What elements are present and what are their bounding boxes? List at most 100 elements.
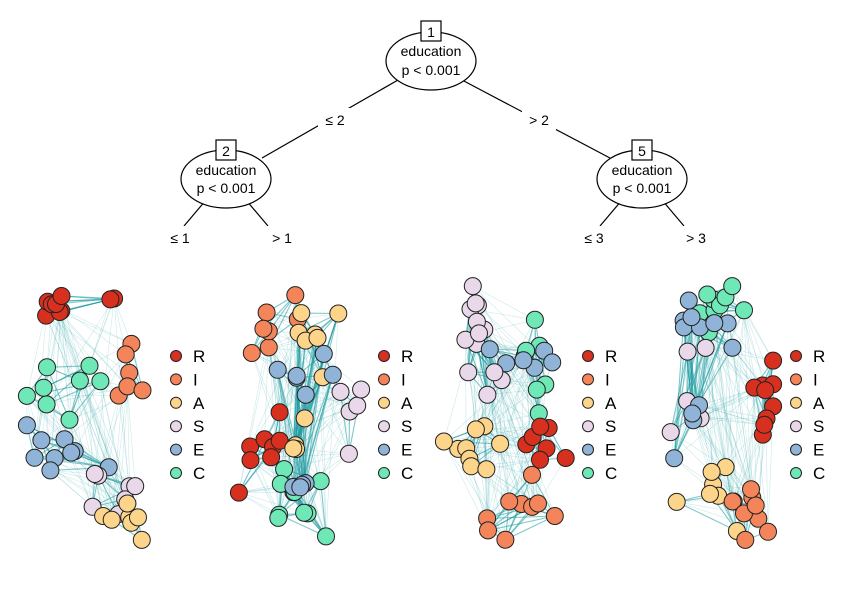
network-edge: [295, 391, 341, 450]
network-edge: [472, 285, 536, 321]
network-node: [665, 449, 684, 468]
network-edge: [26, 395, 65, 440]
network-edge: [64, 395, 119, 440]
legend-swatch: [170, 350, 182, 362]
legend-swatch: [378, 373, 390, 386]
network-node: [262, 448, 281, 467]
network-node: [132, 530, 151, 549]
network-edge: [484, 329, 522, 505]
network-edge: [487, 394, 527, 445]
network-edge: [465, 339, 467, 449]
network-edge: [486, 367, 535, 470]
edge-label-gt3: > 3: [686, 230, 706, 246]
network-edge: [732, 347, 752, 490]
legend-swatch: [582, 350, 594, 362]
network-node: [661, 423, 680, 442]
network-node: [38, 358, 56, 377]
network-edge: [705, 347, 755, 388]
network-node: [531, 417, 550, 436]
network-node: [459, 363, 478, 382]
network-edge: [59, 311, 132, 345]
network-edge: [50, 470, 93, 508]
network-node: [480, 340, 499, 359]
legend-swatch: [378, 350, 390, 362]
network-node: [314, 344, 333, 363]
network-node: [755, 415, 774, 434]
network-edge: [89, 365, 93, 507]
tree-node-5: 5 education p < 0.001: [596, 139, 688, 209]
network-node: [466, 420, 485, 439]
legend-label: C: [605, 464, 617, 483]
legend-label: R: [813, 347, 825, 366]
network-node: [118, 494, 137, 513]
legend-swatch: [790, 373, 802, 386]
network-edge: [487, 394, 533, 476]
network-edge: [50, 295, 62, 471]
legend-label: C: [193, 464, 205, 483]
legend-label: E: [401, 441, 412, 460]
legend-swatch: [170, 420, 182, 433]
network-node: [25, 448, 44, 467]
network-edge: [272, 446, 321, 482]
network-node: [479, 521, 497, 540]
network-nodes: [434, 277, 575, 549]
network-node: [756, 381, 775, 400]
network-node: [497, 354, 516, 373]
network-edge: [486, 459, 541, 470]
network-node: [102, 510, 121, 529]
node-variable: education: [401, 43, 462, 59]
legend-swatch: [790, 443, 802, 456]
network-edge: [487, 515, 555, 531]
network-edge: [264, 337, 318, 440]
network-edge: [55, 303, 132, 523]
network-edge: [111, 386, 128, 520]
legend-label: R: [401, 347, 413, 366]
network-node: [85, 465, 104, 483]
network-node: [736, 530, 755, 549]
legend-swatch: [170, 443, 182, 456]
network-edge: [443, 426, 541, 442]
network-node: [254, 319, 273, 338]
network-node: [523, 465, 541, 484]
network-node: [746, 496, 765, 515]
network-edge: [476, 343, 533, 438]
network-edge: [64, 381, 101, 440]
legend-swatch: [582, 467, 594, 479]
network-edge: [484, 413, 539, 427]
network-edge: [443, 441, 506, 540]
legend-swatch: [378, 443, 390, 456]
network-nodes: [229, 286, 371, 546]
network-node: [62, 443, 81, 462]
network-edge: [477, 305, 527, 352]
network-edge: [59, 311, 130, 487]
network-edge: [732, 310, 745, 502]
legend-swatch: [790, 467, 802, 479]
edge-label-gt2: > 2: [529, 112, 549, 128]
legend-label: I: [605, 370, 610, 389]
edge-label-gt1: > 1: [272, 230, 292, 246]
legend-label: I: [401, 370, 406, 389]
network-edge: [700, 418, 765, 426]
network-node: [556, 449, 575, 467]
network-edge: [299, 374, 334, 488]
node-id: 1: [427, 24, 435, 40]
network-edge: [467, 372, 506, 540]
network-node: [698, 285, 717, 304]
network-edge: [59, 311, 130, 518]
network-node: [463, 277, 482, 296]
network-edge: [238, 347, 270, 493]
network-node: [702, 462, 721, 481]
network-node: [133, 381, 152, 400]
network-edge: [676, 501, 745, 514]
network-edge: [325, 313, 339, 537]
network-edge: [732, 390, 766, 502]
network-node: [329, 304, 348, 323]
legend-swatch: [582, 420, 594, 433]
network-edge: [304, 389, 362, 419]
legend-swatch: [790, 350, 802, 362]
network-edge: [50, 470, 126, 500]
legend-swatch: [582, 443, 594, 456]
